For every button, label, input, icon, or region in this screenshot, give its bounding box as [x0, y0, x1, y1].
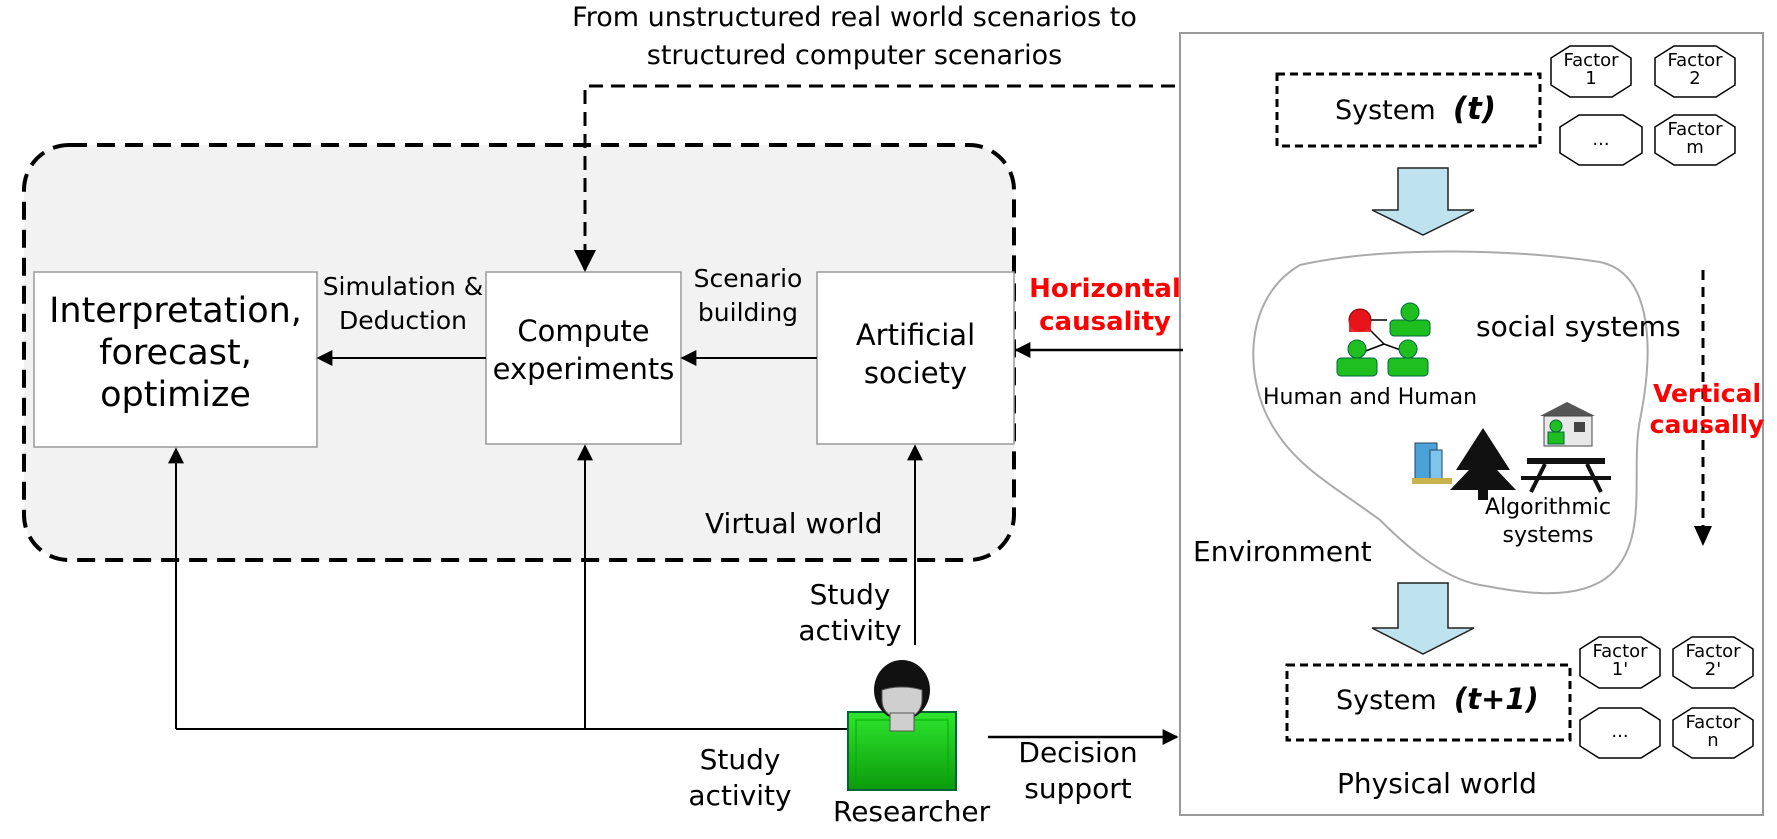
system-t1-box: [1285, 663, 1572, 742]
artificial-society-box: [816, 271, 1015, 445]
factor-top-ellipsis: ...: [1592, 129, 1610, 150]
compute-experiments-box: [485, 271, 682, 445]
building-icon: [1412, 442, 1452, 484]
system-t-label: System (t): [1335, 91, 1497, 127]
environment-label: Environment: [1193, 535, 1372, 568]
social-systems-label: social systems: [1476, 310, 1681, 343]
down-arrow-lower: [1371, 582, 1475, 655]
factor-octagon-top-3: [1559, 114, 1643, 166]
simulation-deduction-label: Simulation & Deduction: [322, 272, 484, 335]
system-t1-label: System (t+1): [1336, 682, 1539, 716]
study-activity-upper-label: Study activity: [798, 578, 902, 648]
house-icon: [1540, 402, 1595, 447]
factor-octagon-top-1: [1550, 45, 1632, 98]
arrow-dashed-scenarios: [583, 84, 1175, 270]
picnic-table-icon: [1521, 458, 1611, 493]
header-line2: structured computer scenarios: [646, 40, 1063, 71]
researcher-label: Researcher: [833, 795, 991, 828]
human-and-human-label: Human and Human: [1263, 385, 1478, 410]
researcher-icon: [847, 660, 957, 791]
algorithmic-systems-label: Algorithmic systems: [1485, 495, 1611, 548]
horizontal-causality-label: Horizontal causality: [1029, 274, 1181, 337]
factor-octagon-top-2: [1654, 45, 1736, 98]
factor-octagon-bottom-3: [1579, 707, 1661, 759]
tree-icon: [1450, 428, 1516, 500]
down-arrow-upper: [1371, 167, 1475, 236]
factor-octagon-bottom-2: [1672, 636, 1754, 689]
vertical-causality-label: Vertical causally: [1649, 379, 1765, 440]
interpretation-box: [33, 271, 318, 448]
factor-bottom-ellipsis: ...: [1611, 721, 1629, 742]
human-network-icon: [1336, 302, 1431, 377]
physical-world-label: Physical world: [1337, 767, 1537, 800]
factor-octagon-top-4: [1654, 114, 1736, 166]
header-line1: From unstructured real world scenarios t…: [572, 2, 1137, 33]
factor-octagon-bottom-4: [1672, 707, 1754, 759]
study-activity-lower-label: Study activity: [688, 743, 792, 813]
decision-support-label: Decision support: [1018, 736, 1138, 806]
interpretation-text: Interpretation, forecast, optimize: [49, 291, 302, 415]
environment-blob: [1252, 250, 1649, 595]
system-t-box: [1275, 72, 1542, 148]
artificial-society-text: Artificial society: [855, 318, 976, 390]
virtual-world-label: Virtual world: [705, 507, 883, 540]
compute-experiments-text: Compute experiments: [492, 314, 675, 386]
scenario-building-label: Scenario building: [693, 264, 803, 327]
factor-octagon-bottom-1: [1579, 636, 1661, 689]
